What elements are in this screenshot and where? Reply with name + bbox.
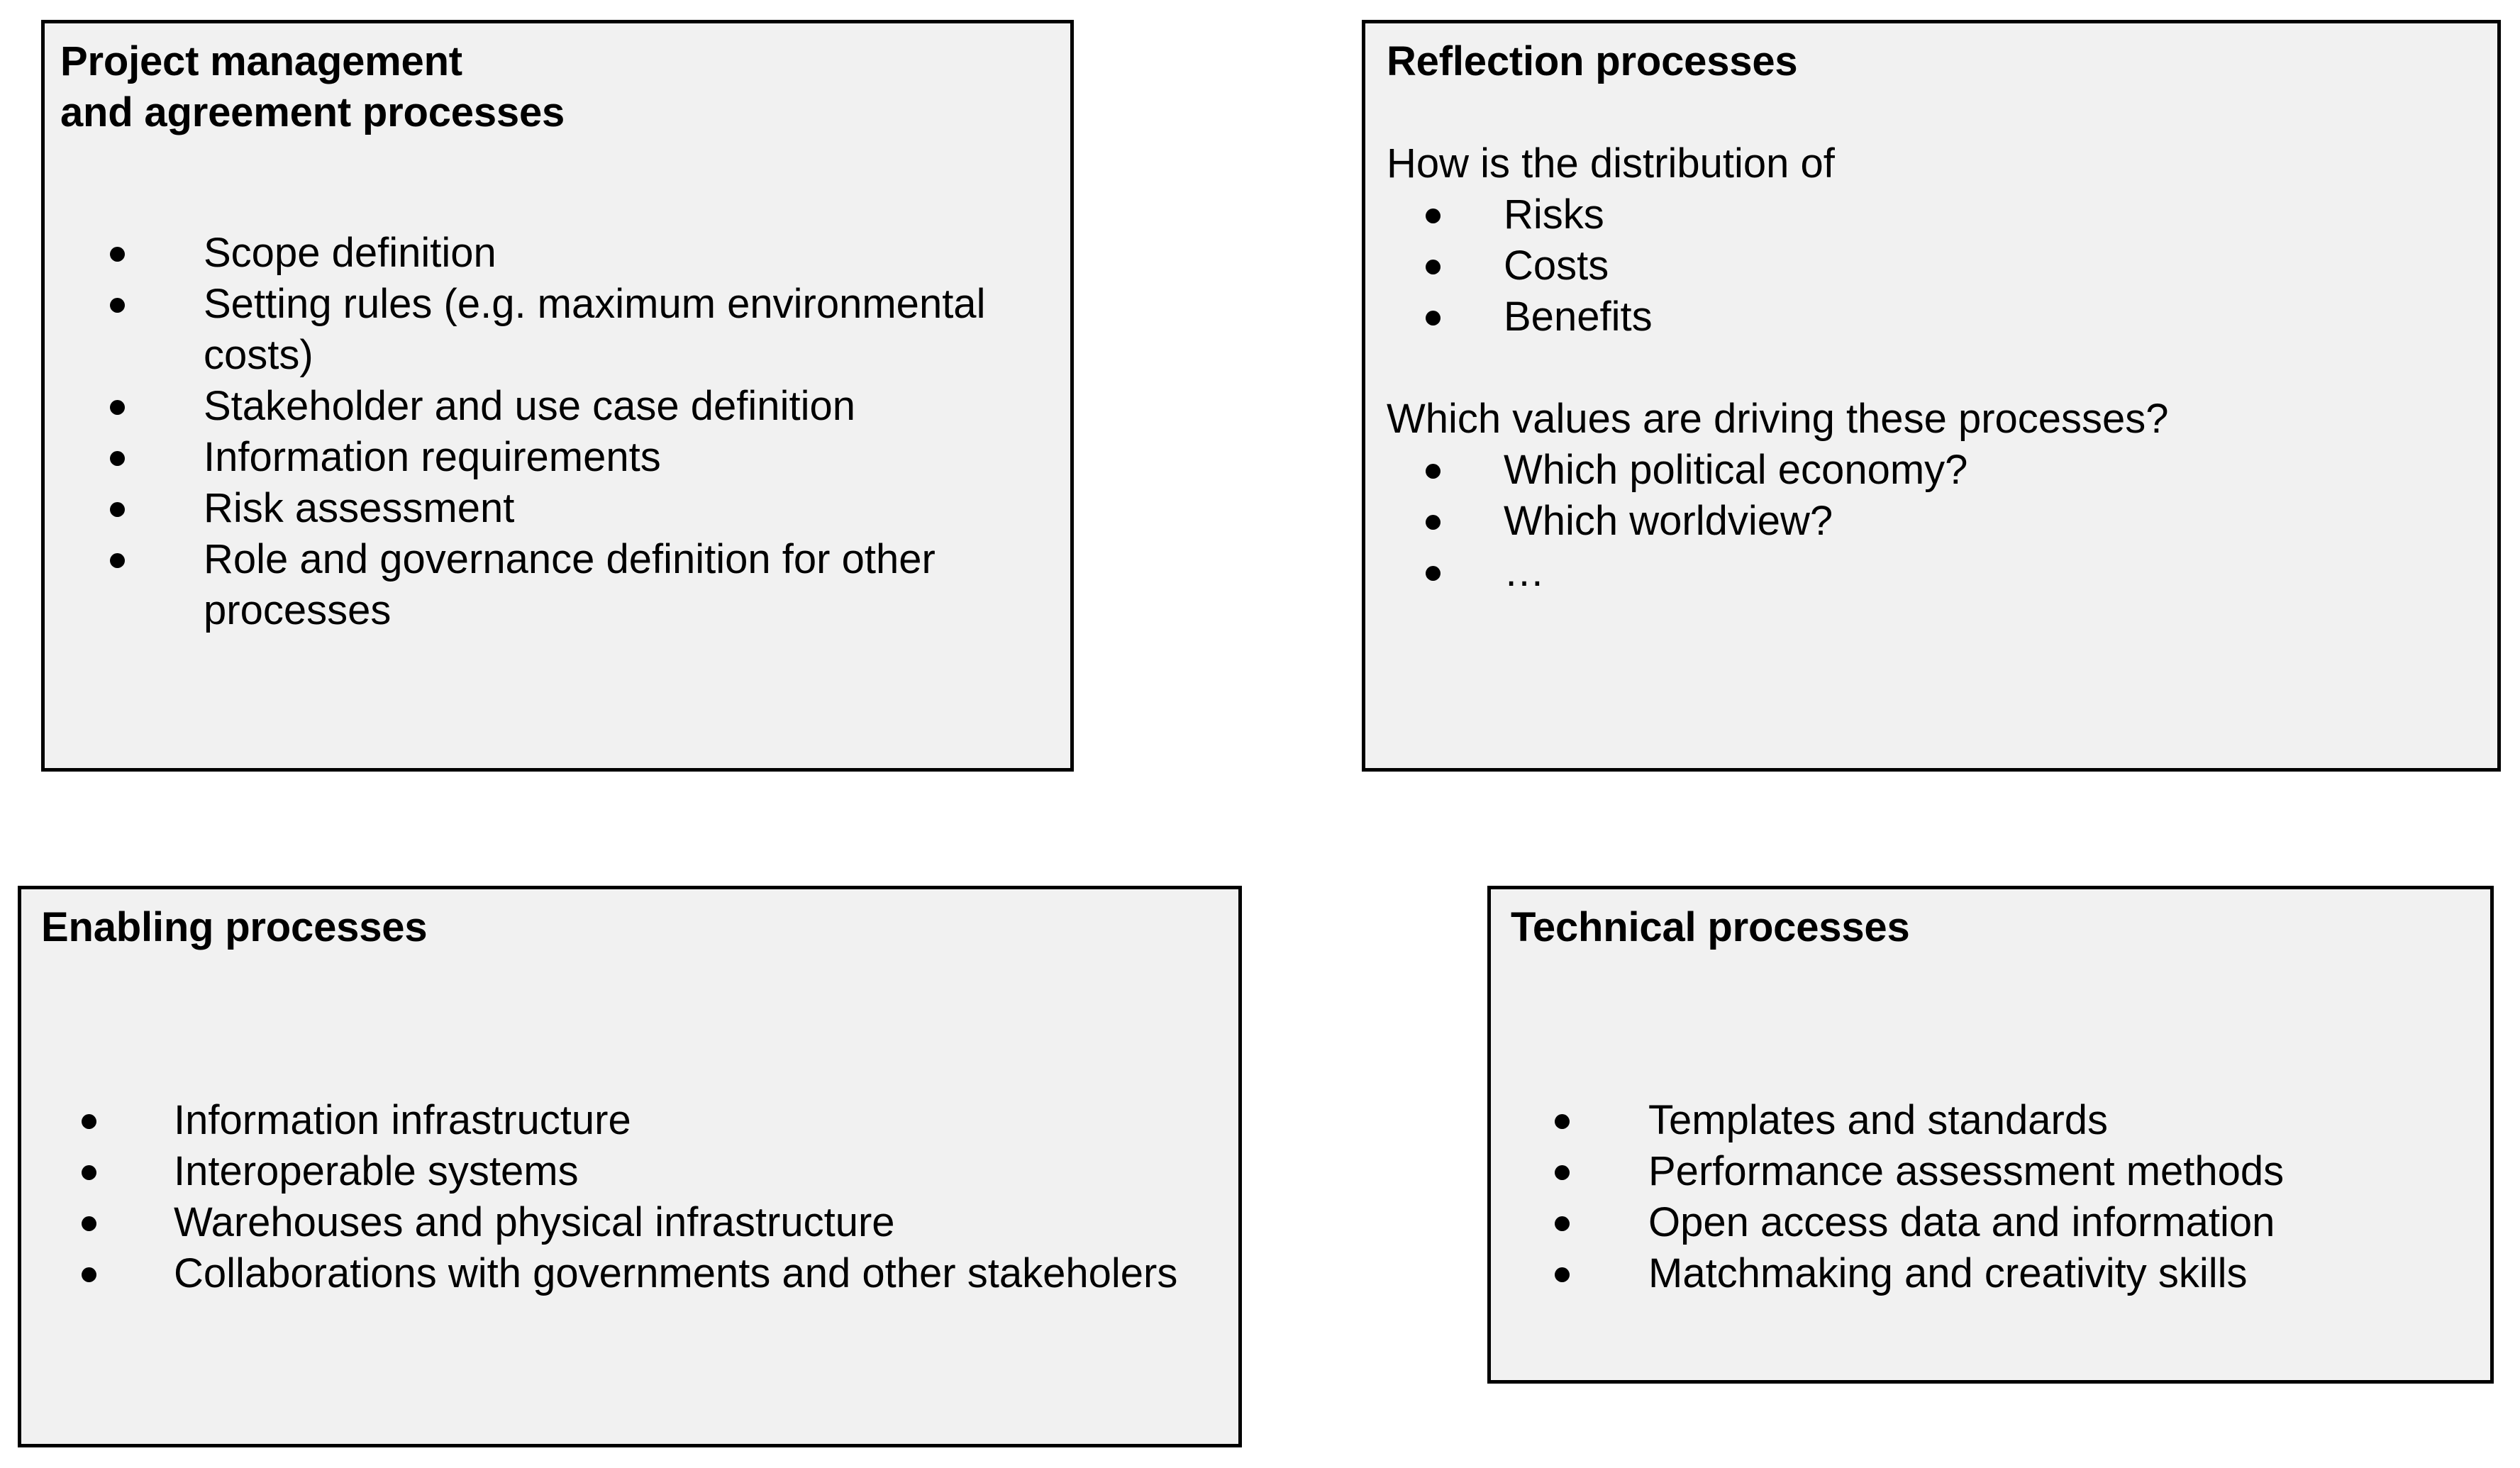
box-project-management-title: Project management and agreement process… bbox=[60, 38, 565, 135]
bullet-dot-icon bbox=[110, 298, 125, 313]
list-item: Scope definition bbox=[110, 228, 1046, 279]
list-item: Information requirements bbox=[110, 432, 1046, 483]
list-item: Stakeholder and use case definition bbox=[110, 381, 1046, 432]
box-enabling: Enabling processes Information infrastru… bbox=[18, 886, 1242, 1447]
list-item: Risks bbox=[1426, 189, 2454, 240]
list-item-label: Risk assessment bbox=[204, 485, 515, 531]
list-item-label: Open access data and information bbox=[1648, 1199, 2275, 1245]
bullet-dot-icon bbox=[1426, 464, 1441, 479]
bullet-dot-icon bbox=[1426, 311, 1441, 326]
list-item-label: Costs bbox=[1504, 243, 1609, 289]
bullet-dot-icon bbox=[1555, 1216, 1570, 1231]
list-item: Setting rules (e.g. maximum environmenta… bbox=[110, 279, 1046, 381]
list-item: Warehouses and physical infrastructure bbox=[82, 1197, 1202, 1248]
reflection-lead-values: Which values are driving these processes… bbox=[1387, 396, 2169, 442]
box-project-management-content: Project management and agreement process… bbox=[45, 23, 1070, 768]
bullet-dot-icon bbox=[1426, 208, 1441, 223]
list-item-label: Scope definition bbox=[204, 230, 496, 276]
list-item: Costs bbox=[1426, 240, 2454, 291]
bullet-dot-icon bbox=[110, 451, 125, 466]
bullet-dot-icon bbox=[1555, 1114, 1570, 1129]
box-project-management: Project management and agreement process… bbox=[41, 20, 1074, 772]
box-technical-content: Technical processes Templates and standa… bbox=[1491, 889, 2490, 1380]
bullet-dot-icon bbox=[110, 553, 125, 568]
list-item: Open access data and information bbox=[1555, 1197, 2470, 1248]
bullet-dot-icon bbox=[82, 1267, 96, 1282]
list-item-label: Benefits bbox=[1504, 294, 1653, 340]
box-enabling-bullet-list: Information infrastructure Interoperable… bbox=[82, 1095, 1202, 1299]
list-item-label: Matchmaking and creativity skills bbox=[1648, 1250, 2248, 1296]
box-enabling-content: Enabling processes Information infrastru… bbox=[21, 889, 1238, 1444]
bullet-dot-icon bbox=[110, 502, 125, 517]
box-reflection: Reflection processes How is the distribu… bbox=[1362, 20, 2501, 772]
list-item: Role and governance definition for other… bbox=[110, 534, 1046, 636]
box-reflection-content: Reflection processes How is the distribu… bbox=[1365, 23, 2497, 768]
list-item-label: Interoperable systems bbox=[174, 1148, 579, 1194]
box-technical-bullet-list: Templates and standards Performance asse… bbox=[1555, 1095, 2470, 1299]
list-item-label: Role and governance definition for other… bbox=[204, 536, 936, 633]
bullet-dot-icon bbox=[1555, 1267, 1570, 1282]
list-item-label: Setting rules (e.g. maximum environmenta… bbox=[204, 281, 986, 378]
box-technical-title: Technical processes bbox=[1511, 904, 1910, 950]
bullet-dot-icon bbox=[82, 1165, 96, 1180]
list-item: Performance assessment methods bbox=[1555, 1146, 2470, 1197]
bullet-dot-icon bbox=[1426, 515, 1441, 530]
reflection-lead-distribution: How is the distribution of bbox=[1387, 140, 1835, 187]
bullet-dot-icon bbox=[82, 1114, 96, 1129]
list-item: Which worldview? bbox=[1426, 496, 2454, 547]
list-item-label: Information infrastructure bbox=[174, 1097, 631, 1143]
box-enabling-title: Enabling processes bbox=[41, 904, 428, 950]
box-reflection-title: Reflection processes bbox=[1387, 38, 1798, 84]
list-item: Collaborations with governments and othe… bbox=[82, 1248, 1202, 1299]
bullet-dot-icon bbox=[1555, 1165, 1570, 1180]
list-item-label: Information requirements bbox=[204, 434, 661, 480]
list-item-label: … bbox=[1504, 549, 1545, 595]
list-item: Interoperable systems bbox=[82, 1146, 1202, 1197]
list-item-label: Collaborations with governments and othe… bbox=[174, 1250, 1178, 1296]
reflection-bullet-list-values: Which political economy? Which worldview… bbox=[1426, 445, 2454, 598]
list-item-label: Risks bbox=[1504, 191, 1604, 238]
bullet-dot-icon bbox=[1426, 260, 1441, 274]
box-project-management-bullet-list: Scope definition Setting rules (e.g. max… bbox=[110, 228, 1046, 636]
list-item: Risk assessment bbox=[110, 483, 1046, 534]
box-technical: Technical processes Templates and standa… bbox=[1487, 886, 2494, 1384]
list-item: Information infrastructure bbox=[82, 1095, 1202, 1146]
list-item: Which political economy? bbox=[1426, 445, 2454, 496]
list-item-label: Warehouses and physical infrastructure bbox=[174, 1199, 895, 1245]
list-item: Templates and standards bbox=[1555, 1095, 2470, 1146]
list-item: … bbox=[1426, 547, 2454, 598]
bullet-dot-icon bbox=[110, 400, 125, 415]
list-item-label: Performance assessment methods bbox=[1648, 1148, 2285, 1194]
list-item-label: Which political economy? bbox=[1504, 447, 1968, 493]
list-item-label: Templates and standards bbox=[1648, 1097, 2109, 1143]
bullet-dot-icon bbox=[82, 1216, 96, 1231]
list-item-label: Which worldview? bbox=[1504, 498, 1833, 544]
list-item: Matchmaking and creativity skills bbox=[1555, 1248, 2470, 1299]
reflection-bullet-list-distribution: Risks Costs Benefits bbox=[1426, 189, 2454, 343]
bullet-dot-icon bbox=[110, 247, 125, 262]
list-item-label: Stakeholder and use case definition bbox=[204, 383, 855, 429]
list-item: Benefits bbox=[1426, 291, 2454, 343]
bullet-dot-icon bbox=[1426, 566, 1441, 581]
